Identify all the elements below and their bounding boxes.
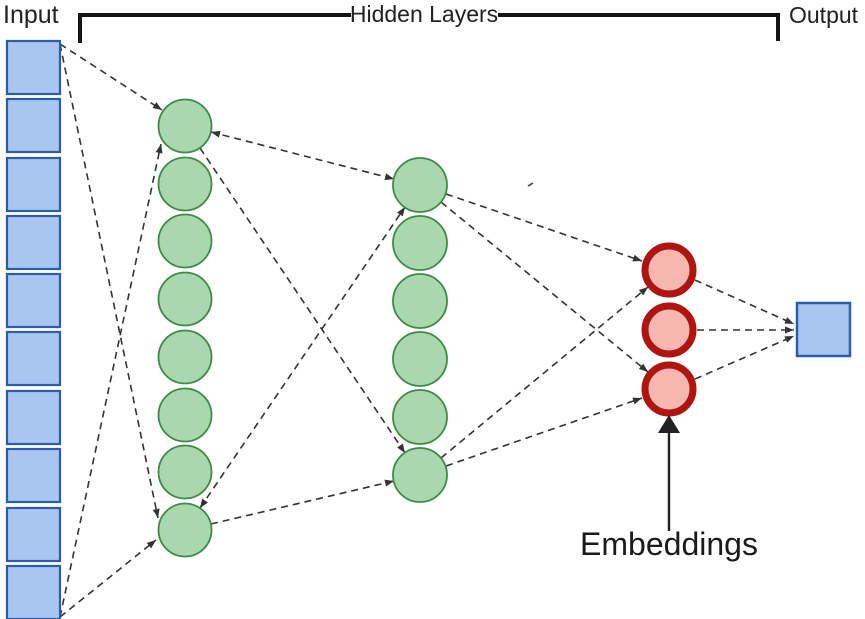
hidden1-node <box>157 329 213 385</box>
input-node-square <box>5 506 62 563</box>
embedding-node <box>641 302 697 358</box>
connector-arrowhead <box>384 173 394 181</box>
hidden1-node <box>157 213 213 269</box>
connector-arrowhead <box>200 498 208 508</box>
connector-arrowhead <box>784 317 794 324</box>
connector-arrowhead <box>152 508 160 518</box>
connector-line <box>694 335 795 380</box>
hidden2-node <box>392 273 448 329</box>
connector-arrowhead <box>638 363 648 372</box>
hidden2-node <box>392 389 448 445</box>
connector-arrowhead <box>784 336 794 343</box>
connector-line <box>199 147 406 454</box>
input-node-square <box>5 97 62 154</box>
connector-arrowhead <box>397 443 405 453</box>
connector-arrowhead <box>155 144 163 154</box>
hidden1-node <box>157 502 213 558</box>
hidden2-node <box>392 331 448 387</box>
hidden2-node <box>392 447 448 503</box>
input-node-square <box>5 39 62 96</box>
input-node-square <box>5 330 62 387</box>
hidden1-node <box>157 271 213 327</box>
output-layer-label: Output <box>789 2 859 28</box>
embedding-node <box>641 361 697 417</box>
input-node-square <box>5 564 62 619</box>
embeddings-label: Embeddings <box>580 526 758 562</box>
hidden1-node <box>157 98 213 154</box>
connector-line <box>59 43 159 519</box>
connector-arrowhead <box>632 397 642 405</box>
embedding-node <box>641 242 697 298</box>
stray-mark <box>527 182 534 187</box>
connector-arrowhead <box>638 287 648 296</box>
connector-line <box>210 480 395 525</box>
connector-line <box>199 206 406 509</box>
connector-arrowhead <box>146 540 156 549</box>
output-node-square <box>795 301 852 358</box>
hidden1-node <box>157 156 213 212</box>
hidden2-node <box>392 157 448 213</box>
connector-line <box>445 397 643 467</box>
hidden1-node <box>157 444 213 500</box>
input-node-square <box>5 272 62 329</box>
connector-line <box>59 143 162 618</box>
input-node-square <box>5 447 62 504</box>
connector-line <box>694 279 795 325</box>
bracket-right <box>498 13 780 41</box>
connector-arrowhead <box>397 207 405 217</box>
hidden1-node <box>157 387 213 443</box>
connector-arrowhead <box>152 102 162 110</box>
input-node-square <box>5 214 62 271</box>
connector-line <box>59 43 163 111</box>
hidden2-node <box>392 215 448 271</box>
embeddings-arrowhead <box>658 415 680 433</box>
connector-line <box>440 201 649 373</box>
hidden-layers-label: Hidden Layers <box>349 1 499 27</box>
connector-arrowhead <box>785 326 794 334</box>
connector-line <box>59 539 157 618</box>
input-node-square <box>5 156 62 213</box>
connector-arrowhead <box>632 254 642 262</box>
input-layer-label: Input <box>3 1 59 29</box>
connector-line <box>445 193 643 262</box>
connector-arrowhead <box>384 479 394 487</box>
connector-line <box>210 131 395 180</box>
connector-arrowhead <box>211 130 221 138</box>
connector-line <box>440 286 649 459</box>
input-node-square <box>5 389 62 446</box>
bracket-left <box>78 13 351 43</box>
